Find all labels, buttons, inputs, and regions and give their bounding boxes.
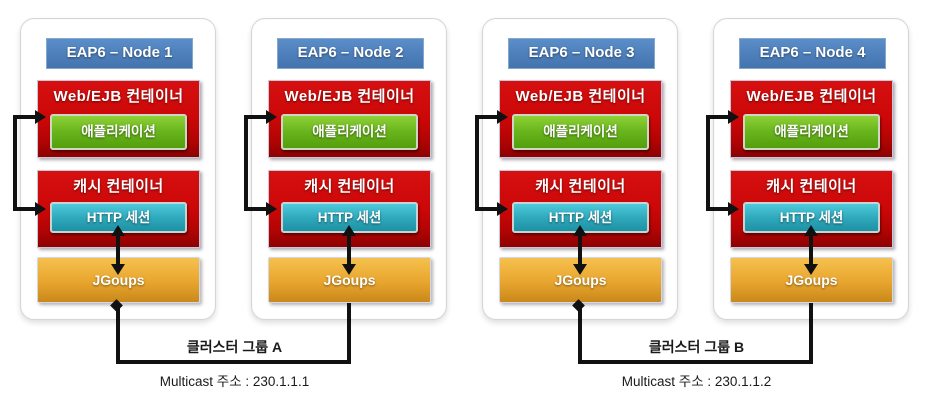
web-cache-connector-line [475,207,498,211]
cache-container-title: 캐시 컨테이너 [304,178,395,195]
node-1-web-ejb-container: Web/EJB 컨테이너 애플리케이션 [37,80,200,158]
cluster-b-label: 클러스터 그룹 B [648,339,745,355]
cluster-b-multicast-label: Multicast 주소 : 230.1.1.2 [621,374,772,389]
cluster-a-link-line [116,360,351,364]
cache-container-title: 캐시 컨테이너 [73,178,164,195]
arrow-right-icon [266,202,277,216]
arrow-right-icon [497,110,508,124]
web-ejb-container-title: Web/EJB 컨테이너 [746,88,877,105]
node-card-3: EAP6 – Node 3 Web/EJB 컨테이너 애플리케이션 캐시 컨테이… [475,0,678,410]
arrow-right-icon [497,202,508,216]
node-2-cache-container: 캐시 컨테이너 HTTP 세션 [268,170,431,248]
web-cache-connector-line [706,115,710,211]
arrow-up-icon [573,225,587,236]
web-cache-connector-line [244,207,267,211]
web-cache-connector-line [475,115,498,119]
node-2-title: EAP6 – Node 2 [277,38,424,69]
session-jgroups-arrow-line [116,234,120,266]
node-4-web-ejb-container: Web/EJB 컨테이너 애플리케이션 [730,80,893,158]
node-1-title: EAP6 – Node 1 [46,38,193,69]
node-card-4: EAP6 – Node 4 Web/EJB 컨테이너 애플리케이션 캐시 컨테이… [706,0,909,410]
session-jgroups-arrow-line [809,234,813,266]
http-session-box: HTTP 세션 [281,202,418,233]
arrow-down-icon [111,264,125,275]
cache-container-title: 캐시 컨테이너 [535,178,626,195]
web-ejb-container-title: Web/EJB 컨테이너 [284,88,415,105]
web-cache-connector-line [244,115,267,119]
node-3-jgroups-box: JGoups [499,257,662,303]
node-card-1: EAP6 – Node 1 Web/EJB 컨테이너 애플리케이션 캐시 컨테이… [13,0,216,410]
application-box: 애플리케이션 [281,114,418,150]
application-box: 애플리케이션 [50,114,187,150]
arrow-right-icon [35,110,46,124]
web-cache-connector-line [13,115,36,119]
web-ejb-container-title: Web/EJB 컨테이너 [515,88,646,105]
arrow-up-icon [804,225,818,236]
jgroups-cluster-stub-line [116,303,120,364]
cluster-a-label: 클러스터 그룹 A [186,339,283,355]
web-cache-connector-line [475,115,479,211]
web-cache-connector-line [706,207,729,211]
arrow-right-icon [35,202,46,216]
session-jgroups-arrow-line [347,234,351,266]
jgroups-cluster-stub-line [809,303,813,364]
session-jgroups-arrow-line [578,234,582,266]
web-cache-connector-line [706,115,729,119]
web-cache-connector-line [13,207,36,211]
node-3-web-ejb-container: Web/EJB 컨테이너 애플리케이션 [499,80,662,158]
web-cache-connector-line [13,115,17,211]
application-box: 애플리케이션 [743,114,880,150]
node-3-title: EAP6 – Node 3 [508,38,655,69]
cluster-b-link-line [578,360,813,364]
web-ejb-container-title: Web/EJB 컨테이너 [53,88,184,105]
node-2-web-ejb-container: Web/EJB 컨테이너 애플리케이션 [268,80,431,158]
cache-container-title: 캐시 컨테이너 [766,178,857,195]
arrow-down-icon [573,264,587,275]
arrow-right-icon [728,110,739,124]
arrow-up-icon [111,225,125,236]
jgroups-cluster-stub-line [347,303,351,364]
arrow-up-icon [342,225,356,236]
jgroups-cluster-stub-line [578,303,582,364]
node-card-2: EAP6 – Node 2 Web/EJB 컨테이너 애플리케이션 캐시 컨테이… [244,0,447,410]
application-box: 애플리케이션 [512,114,649,150]
arrow-down-icon [342,264,356,275]
arrow-down-icon [804,264,818,275]
web-cache-connector-line [244,115,248,211]
arrow-right-icon [728,202,739,216]
node-4-title: EAP6 – Node 4 [739,38,886,69]
arrow-right-icon [266,110,277,124]
cluster-a-multicast-label: Multicast 주소 : 230.1.1.1 [159,374,310,389]
